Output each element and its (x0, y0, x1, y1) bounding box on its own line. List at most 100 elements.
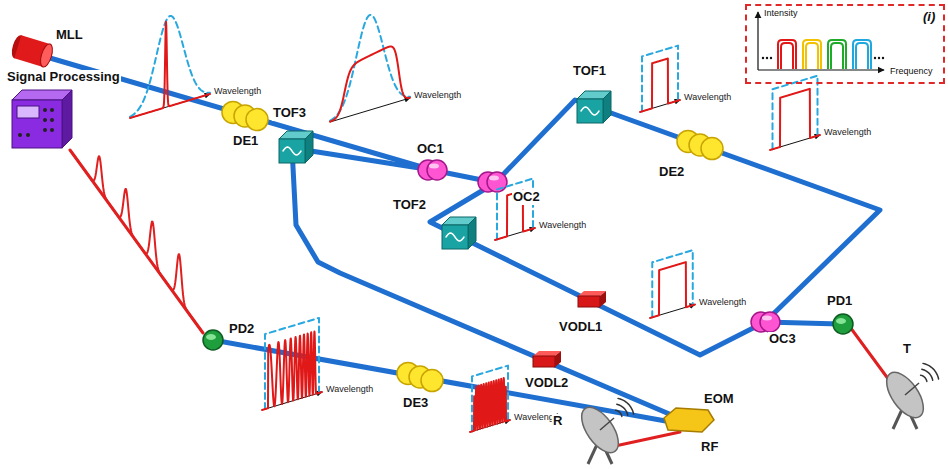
dispersive-element (397, 362, 443, 391)
dashed-envelope (130, 16, 210, 117)
optical-fiber (495, 100, 880, 322)
part-label: RF (700, 440, 719, 455)
unit-side (62, 90, 72, 148)
signal-processing-unit (12, 90, 72, 148)
spectrum-sketch (640, 46, 680, 112)
dashed-envelope (330, 15, 410, 121)
signal-spectrum (640, 59, 680, 112)
coil-turn (421, 370, 443, 392)
signal-spectrum (470, 378, 510, 432)
part-label: TOF1 (572, 64, 607, 79)
ellipsis-dot (878, 57, 880, 59)
antenna (879, 363, 938, 429)
spectrum-sketch (262, 318, 322, 410)
unit-screen (17, 106, 39, 118)
variable-optical-delay-line (578, 291, 606, 307)
filter-wave-symbol (446, 233, 464, 241)
signal-spectrum (650, 262, 695, 318)
axis-label: Intensity (764, 8, 798, 18)
coupler-shine (429, 164, 439, 169)
cube-front (279, 139, 305, 163)
detector-shine (206, 334, 216, 340)
comb-channel (853, 40, 871, 69)
optical-coupler (478, 172, 507, 192)
comb-channel (778, 40, 796, 69)
inset-comb-sketch (758, 12, 884, 70)
ellipsis-dot (762, 57, 764, 59)
part-label: DE3 (402, 396, 429, 411)
component-layer (9, 34, 938, 464)
signal-spectrum (130, 22, 210, 118)
part-label: EOM (703, 392, 735, 407)
radio-wave (618, 398, 634, 414)
signal-spectrum (330, 46, 410, 121)
coupler-shine (489, 176, 499, 181)
axis-label: Wavelength (413, 90, 462, 100)
comb-channel (803, 40, 821, 69)
axis-label: Wavelength (538, 220, 587, 230)
part-label: DE2 (658, 165, 685, 180)
comb-channel (781, 43, 793, 69)
radio-wave (922, 369, 933, 380)
mode-locked-laser (9, 34, 54, 69)
part-label: PD1 (826, 294, 853, 309)
part-label: OC2 (512, 190, 541, 205)
comb-channel (806, 43, 818, 69)
cube-side (468, 217, 476, 249)
optical-fiber (430, 183, 765, 355)
cube-front (577, 99, 603, 123)
part-label: TOF3 (272, 106, 307, 121)
tunable-optical-filter (442, 217, 476, 249)
antenna-dish (879, 366, 930, 424)
fiber-layer (50, 58, 880, 425)
electrical-wire-layer (70, 150, 900, 446)
axis-label: Wavelength (698, 297, 747, 307)
part-label: VODL1 (558, 320, 603, 335)
unit-knob (50, 128, 54, 132)
tunable-optical-filter (279, 131, 313, 163)
optical-coupler (751, 312, 780, 332)
unit-front (12, 100, 62, 148)
unit-knob (50, 108, 54, 112)
part-label: OC3 (768, 332, 797, 347)
frequency-axis (758, 69, 884, 70)
unit-knob (26, 133, 30, 137)
spectrum-layer (130, 15, 820, 432)
ellipsis-dot (770, 57, 772, 59)
axis-label: Wavelength (823, 127, 872, 137)
inset-tag: (i) (923, 10, 935, 25)
part-label: VODL2 (524, 376, 569, 391)
signal-spectrum (770, 89, 820, 150)
antenna-feed (905, 383, 919, 395)
delay-body (578, 296, 600, 307)
cube-front (442, 225, 468, 249)
detector-disc (833, 314, 853, 334)
tunable-optical-filter (577, 91, 611, 123)
ellipsis-dot (874, 57, 876, 59)
coil-turn (701, 138, 723, 160)
part-label: DE1 (232, 134, 259, 149)
spectrum-sketch (495, 179, 535, 240)
cube-side (305, 131, 313, 163)
antenna-feed (600, 418, 614, 430)
antenna (574, 398, 633, 464)
unit-knob (43, 108, 47, 112)
coupler-shine (762, 316, 772, 321)
ellipsis-dot (766, 57, 768, 59)
spectrum-sketch (130, 16, 210, 118)
photodetector (203, 330, 223, 350)
delay-body (533, 356, 555, 367)
unit-knob (18, 133, 22, 137)
radio-wave (923, 363, 939, 379)
part-label: T (902, 342, 912, 357)
spectrum-sketch (330, 15, 410, 122)
dispersive-element (677, 130, 723, 159)
filter-wave-symbol (283, 147, 301, 155)
comb-channel (828, 40, 846, 69)
part-label: MLL (55, 28, 84, 43)
signal-spectrum (262, 331, 322, 410)
axis-label: Wavelength (325, 384, 374, 394)
photodetector (833, 314, 853, 334)
